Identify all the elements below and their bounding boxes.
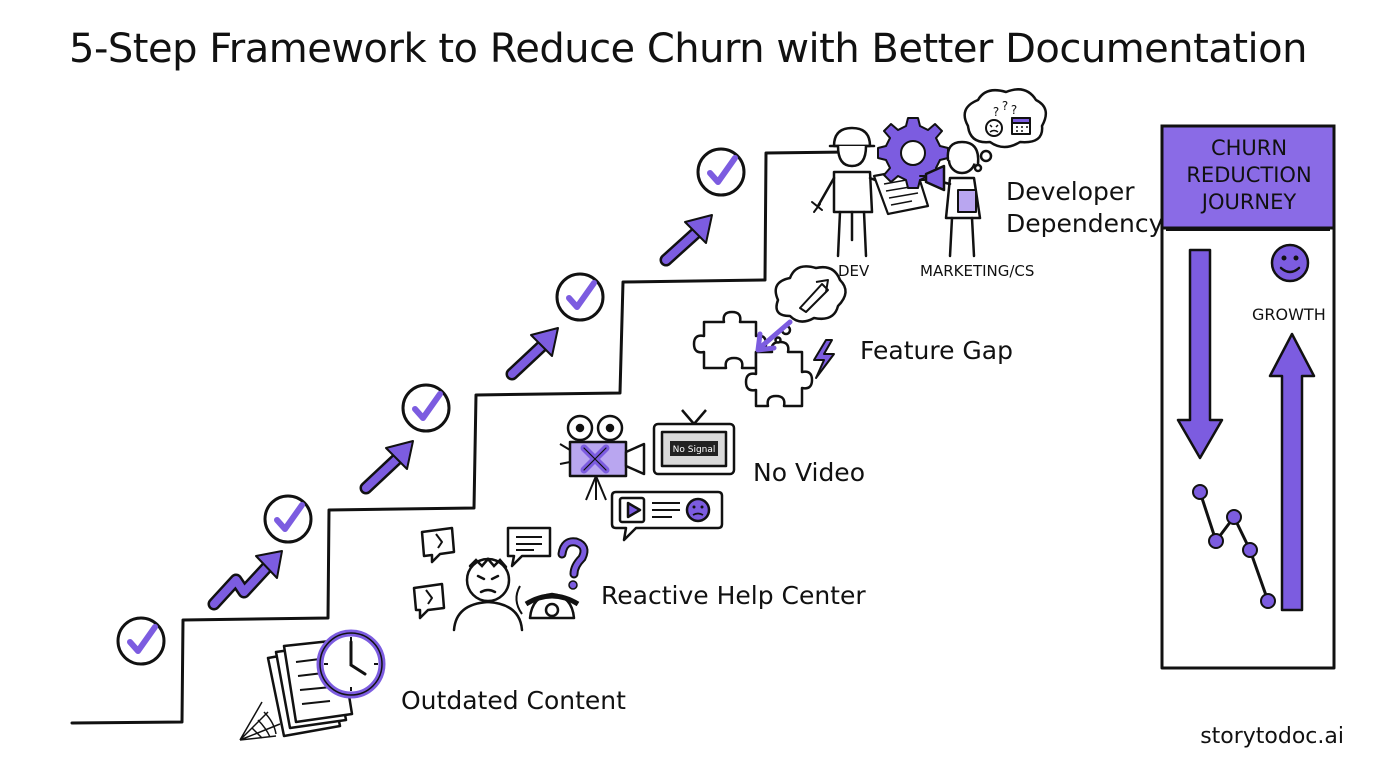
check-circle-icon (116, 616, 166, 666)
step-label-no-video: No Video (753, 458, 865, 487)
up-arrow-icon (505, 327, 559, 381)
staircase-line (70, 150, 850, 725)
smiley-icon (1270, 243, 1310, 283)
up-arrow-icon (659, 214, 713, 267)
film-camera-icon (559, 414, 646, 501)
churn-line-icon (1192, 484, 1276, 609)
check-circle-icon (263, 494, 313, 544)
growth-arrow-icon (1268, 332, 1316, 612)
speech-bubble-icon (506, 526, 552, 568)
role-label-marketing: MARKETING/CS (920, 262, 1035, 280)
tv-icon: No Signal (652, 409, 736, 476)
speech-bubble-icon (412, 582, 446, 620)
step-label-feature-gap: Feature Gap (860, 336, 1013, 365)
journey-title-line: REDUCTION (1186, 163, 1312, 187)
zigzag-arrow-icon (207, 550, 283, 611)
journey-panel (1160, 124, 1336, 670)
step-label-developer-dependency: Developer Dependency (1006, 177, 1164, 238)
check-circle-icon (401, 383, 451, 433)
spiderweb-icon (239, 701, 281, 741)
step-label-reactive-help-center: Reactive Help Center (601, 581, 866, 610)
journey-title-line: JOURNEY (1201, 190, 1297, 214)
journey-panel-title: CHURN REDUCTION JOURNEY (1165, 135, 1333, 216)
rocket-idea-icon (755, 265, 847, 353)
svg-text:?: ? (1011, 103, 1017, 117)
down-arrow-icon (1176, 248, 1224, 460)
growth-label: GROWTH (1252, 305, 1326, 324)
frustrated-person-icon (452, 557, 524, 632)
clock-icon (316, 629, 386, 699)
engineer-icon (811, 126, 892, 258)
lightning-icon (813, 339, 835, 379)
check-circle-icon (696, 147, 746, 197)
puzzle-icon (692, 310, 814, 408)
journey-title-line: CHURN (1210, 136, 1288, 160)
svg-text:?: ? (993, 105, 999, 119)
thought-bubble-icon: ? ? ? (963, 88, 1048, 173)
question-mark-icon (557, 537, 589, 590)
telephone-icon (515, 585, 580, 620)
svg-text:?: ? (1002, 99, 1008, 113)
page-title: 5-Step Framework to Reduce Churn with Be… (69, 26, 1307, 72)
gear-icon (877, 117, 949, 189)
check-circle-icon (555, 272, 605, 322)
role-label-dev: DEV (838, 262, 870, 280)
brand-label: storytodoc.ai (1200, 724, 1344, 749)
step-label-outdated-content: Outdated Content (401, 686, 626, 715)
speech-bubble-icon (420, 526, 456, 564)
marketer-icon (919, 140, 982, 258)
no-signal-text: No Signal (673, 445, 716, 455)
up-arrow-icon (359, 440, 414, 495)
video-chat-icon (610, 490, 724, 542)
